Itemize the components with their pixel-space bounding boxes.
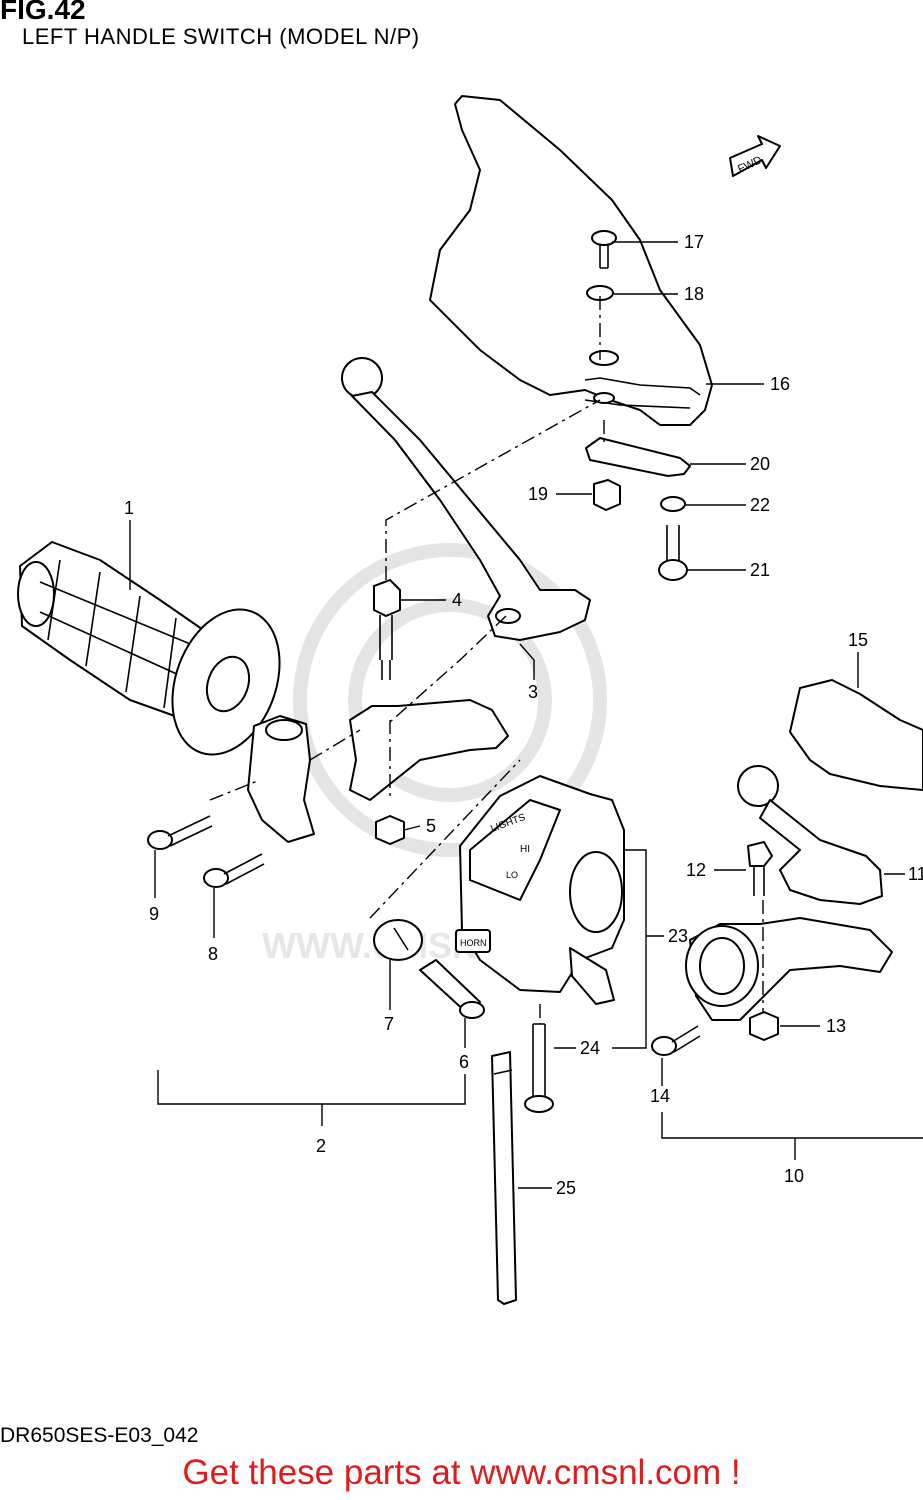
callout-19: 19 [528, 484, 548, 504]
callout-6: 6 [459, 1052, 469, 1072]
part-25-cable-tie [491, 1051, 517, 1305]
callout-24: 24 [580, 1038, 600, 1058]
hi-label: HI [520, 844, 530, 855]
part-14-screw [651, 1025, 701, 1056]
callout-2: 2 [316, 1136, 326, 1156]
part-9-screw [147, 815, 213, 850]
part-6-screw [419, 959, 485, 1019]
callout-5: 5 [426, 816, 436, 836]
callout-11: 11 [908, 864, 923, 884]
forward-direction-arrow: FWD [729, 135, 781, 177]
part-20-plate [585, 437, 691, 477]
part-4-pivot-bolt [373, 579, 401, 680]
callout-18: 18 [684, 284, 704, 304]
callout-13: 13 [826, 1016, 846, 1036]
callout-10: 10 [784, 1166, 804, 1186]
callout-15: 15 [848, 630, 868, 650]
promo-banner[interactable]: Get these parts at www.cmsnl.com ! [182, 1453, 741, 1492]
part-23-switch-housing: LIGHTS HI LO HORN [455, 775, 625, 1005]
horn-label: HORN [460, 938, 487, 948]
part-16-hand-guard [429, 95, 713, 426]
assembly-lines [209, 296, 764, 1024]
callout-14: 14 [650, 1086, 670, 1106]
part-11-lever [737, 765, 883, 905]
callout-23: 23 [668, 926, 688, 946]
lo-label: LO [506, 870, 518, 880]
callout-1: 1 [124, 498, 134, 518]
part-10-lever-bracket [685, 917, 893, 1021]
callout-3: 3 [528, 682, 538, 702]
callout-20: 20 [750, 454, 770, 474]
grip-clamp [247, 715, 315, 843]
part-13-nut [749, 1011, 779, 1041]
callout-4: 4 [452, 590, 462, 610]
callout-22: 22 [750, 495, 770, 515]
part-24-screw [524, 1023, 554, 1113]
callout-21: 21 [750, 560, 770, 580]
callout-12: 12 [686, 860, 706, 880]
part-19-nut [593, 479, 621, 511]
callout-9: 9 [149, 904, 159, 924]
part-8-screw [203, 853, 265, 888]
part-7-knob [373, 919, 423, 961]
callout-25: 25 [556, 1178, 576, 1198]
callout-16: 16 [770, 374, 790, 394]
leader-lines [129, 241, 923, 1189]
part-17-screw [591, 230, 617, 269]
diagram-code: DR650SES-E03_042 [0, 1424, 199, 1447]
part-22-washer [660, 496, 686, 512]
part-5-nut [375, 815, 405, 845]
callouts: 1 2 3 4 5 6 7 8 9 10 11 12 13 14 15 16 1… [124, 232, 923, 1198]
part-1-grip [17, 541, 281, 756]
callout-17: 17 [684, 232, 704, 252]
callout-8: 8 [208, 944, 218, 964]
figure-number: FIG.42 [0, 0, 86, 25]
diagram-subtitle: LEFT HANDLE SWITCH (MODEL N/P) [22, 24, 420, 49]
part-15-lever-cover [789, 679, 923, 791]
part-21-bolt [658, 525, 688, 581]
part-12-bolt [747, 841, 773, 896]
callout-7: 7 [384, 1014, 394, 1034]
